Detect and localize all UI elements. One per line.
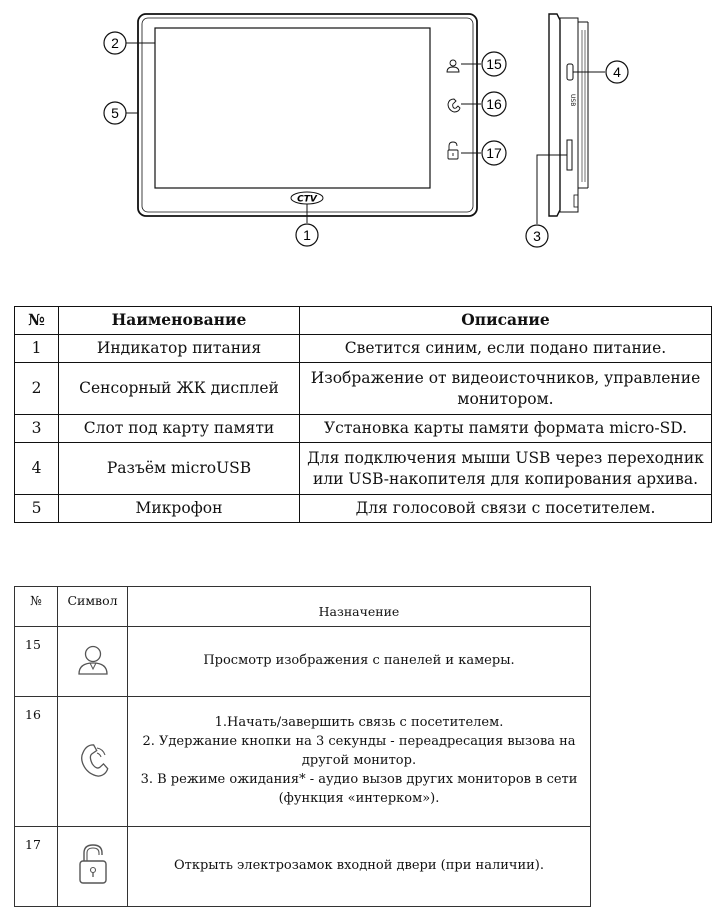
row-name: Индикатор питания (58, 334, 300, 363)
table-row: 3 Слот под карту памяти Установка карты … (14, 414, 712, 443)
svg-text:1: 1 (303, 227, 311, 243)
svg-text:USB: USB (569, 94, 576, 106)
svg-text:4: 4 (613, 64, 621, 80)
buttons-table: № Символ Назначение 15 Просмотр изображе… (14, 586, 591, 907)
svg-text:16: 16 (486, 96, 502, 112)
row-description: Для подключения мыши USB через переходни… (299, 442, 712, 495)
sd-card-slot (566, 139, 573, 171)
device-diagram: CTV USB (103, 13, 629, 248)
table-row: 4 Разъём microUSB Для подключения мыши U… (14, 442, 712, 495)
table-header-row: № Наименование Описание (14, 306, 712, 335)
column-header-purpose: Назначение (127, 586, 591, 627)
row-number: 2 (14, 362, 59, 415)
phone-handset-icon (447, 98, 461, 113)
column-header-number: № (14, 586, 58, 627)
row-number: 3 (14, 414, 59, 443)
unlock-icon (78, 843, 107, 884)
column-header-description: Описание (299, 306, 712, 335)
row-number: 5 (14, 494, 59, 523)
row-purpose: Просмотр изображения с панелей и камеры. (127, 626, 591, 697)
svg-text:3: 3 (533, 228, 541, 244)
row-description: Установка карты памяти формата micro-SD. (299, 414, 712, 443)
row-number: 1 (14, 334, 59, 363)
column-header-symbol: Символ (57, 586, 128, 627)
column-header-name: Наименование (58, 306, 300, 335)
phone-handset-icon (80, 743, 108, 777)
row-symbol (57, 826, 128, 907)
table-header-row: № Символ Назначение (14, 586, 591, 627)
row-name: Микрофон (58, 494, 300, 523)
callout-16: 16 (481, 91, 507, 117)
components-table: № Наименование Описание 1 Индикатор пита… (14, 306, 712, 523)
row-name: Сенсорный ЖК дисплей (58, 362, 300, 415)
callout-2: 2 (103, 31, 127, 55)
row-symbol (57, 626, 128, 697)
row-description: Для голосовой связи с посетителем. (299, 494, 712, 523)
table-row: 15 Просмотр изображения с панелей и каме… (14, 626, 591, 697)
svg-text:2: 2 (111, 35, 119, 51)
table-row: 5 Микрофон Для голосовой связи с посетит… (14, 494, 712, 523)
row-name: Слот под карту памяти (58, 414, 300, 443)
row-description: Светится синим, если подано питание. (299, 334, 712, 363)
column-header-number: № (14, 306, 59, 335)
row-purpose: Открыть электрозамок входной двери (при … (127, 826, 591, 907)
touch-screen (154, 27, 431, 189)
row-description: Изображение от видеоисточников, управлен… (299, 362, 712, 415)
svg-text:CTV: CTV (297, 195, 318, 205)
row-purpose: 1.Начать/завершить связь с посетителем. … (127, 696, 591, 827)
user-icon (77, 645, 108, 675)
svg-text:15: 15 (486, 56, 502, 72)
microusb-port (566, 63, 574, 81)
leader-lines (126, 42, 605, 224)
table-row: 2 Сенсорный ЖК дисплей Изображение от ви… (14, 362, 712, 415)
table-row: 17 Открыть электрозамок входной двери (п… (14, 826, 591, 907)
table-row: 1 Индикатор питания Светится синим, если… (14, 334, 712, 363)
callout-4: 4 (605, 60, 629, 84)
callout-15: 15 (481, 51, 507, 77)
unlock-icon (447, 141, 459, 160)
monitor-front-view: CTV (137, 13, 478, 217)
row-number: 17 (14, 826, 58, 907)
ctv-logo: CTV (290, 191, 324, 205)
user-icon (446, 59, 460, 73)
row-number: 16 (14, 696, 58, 827)
table-row: 16 1.Начать/завершить связь с посетителе… (14, 696, 591, 827)
row-name: Разъём microUSB (58, 442, 300, 495)
callout-5: 5 (103, 101, 127, 125)
row-number: 15 (14, 626, 58, 697)
svg-text:17: 17 (486, 145, 502, 161)
svg-text:5: 5 (111, 105, 119, 121)
monitor-side-view: USB (548, 13, 589, 217)
callout-3: 3 (525, 224, 549, 248)
callout-17: 17 (481, 140, 507, 166)
callout-1: 1 (295, 223, 319, 247)
row-number: 4 (14, 442, 59, 495)
row-symbol (57, 696, 128, 827)
